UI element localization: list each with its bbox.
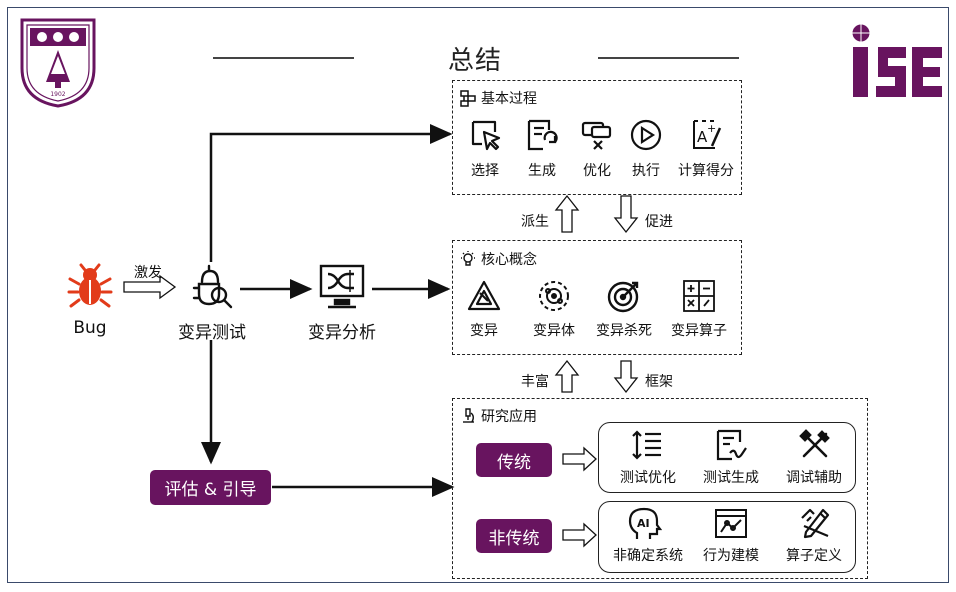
test-optimize-sort-icon [632,430,661,460]
page-title: 总结 [448,46,503,76]
operator-define-pencil-icon [801,508,830,539]
enrich-label: 丰富 [521,374,549,390]
trigger-label: 激发 [134,265,162,281]
svg-text:+: + [707,122,716,135]
ise-logo [851,23,942,97]
optimize-icon [581,121,612,150]
process-item-execute: 执行 [632,163,660,179]
mutant-icon [539,281,569,311]
basic-process-header: 基本过程 [459,88,537,108]
behavior-model-chart-icon [715,509,747,538]
select-cursor-icon [471,120,501,151]
core-concepts-title: 核心概念 [481,252,537,268]
microscope-icon [463,408,474,423]
research-box [452,398,868,579]
nontraditional-tag: 非传统 [476,519,552,553]
framework-label: 框架 [645,374,673,390]
svg-text:1902: 1902 [50,91,65,98]
ai-head-icon: AI [628,507,662,539]
app-debug-assist: 调试辅助 [786,470,842,486]
research-title: 研究应用 [481,409,537,425]
bug-search-icon [192,264,233,309]
app-operator-definition: 算子定义 [786,548,842,564]
process-item-optimize: 优化 [583,163,611,179]
title-rule-right [598,57,739,59]
mutation-testing-label: 变异测试 [178,323,246,343]
promote-label: 促进 [645,214,673,230]
research-header: 研究应用 [459,406,537,426]
operator-calculator-icon [683,280,715,312]
app-test-optimize: 测试优化 [620,470,676,486]
basic-process-title: 基本过程 [481,91,537,107]
svg-text:AI: AI [637,517,650,530]
slide-frame [7,7,949,583]
nontraditional-apps-box [598,501,856,573]
university-seal-logo: 1902 [20,18,96,108]
process-flow-icon [460,90,476,107]
traditional-tag: 传统 [476,443,552,477]
analysis-monitor-icon [319,264,365,309]
traditional-apps-box [598,422,856,493]
debug-tools-icon [799,429,830,458]
bug-icon [67,263,113,308]
score-calculate-icon: A+ [693,120,722,149]
title-rule-left [213,57,354,59]
core-concepts-header: 核心概念 [459,249,537,269]
generate-document-icon [527,119,558,151]
concept-mutation-operator: 变异算子 [671,323,727,339]
concept-mutant-kill: 变异杀死 [596,323,652,339]
process-item-select: 选择 [471,163,499,179]
process-item-generate: 生成 [528,163,556,179]
execute-play-icon [630,119,662,151]
app-test-generate: 测试生成 [703,470,759,486]
process-item-score: 计算得分 [678,163,734,179]
app-behavior-modeling: 行为建模 [703,548,759,564]
evaluate-guide-button: 评估 & 引导 [150,470,271,505]
app-nondeterministic-system: 非确定系统 [613,548,683,564]
mutant-kill-target-icon [607,281,639,313]
concept-mutant: 变异体 [533,323,575,339]
core-concepts-box [452,240,742,355]
basic-process-box [452,80,742,195]
bug-label: Bug [73,318,107,338]
lightbulb-icon [461,251,475,266]
concept-mutation: 变异 [470,323,498,339]
svg-text:A: A [697,128,708,146]
mutation-analysis-label: 变异分析 [308,323,376,343]
derive-label: 派生 [521,214,549,230]
mutation-triangle-icon [467,280,501,311]
test-generate-icon [716,429,747,461]
